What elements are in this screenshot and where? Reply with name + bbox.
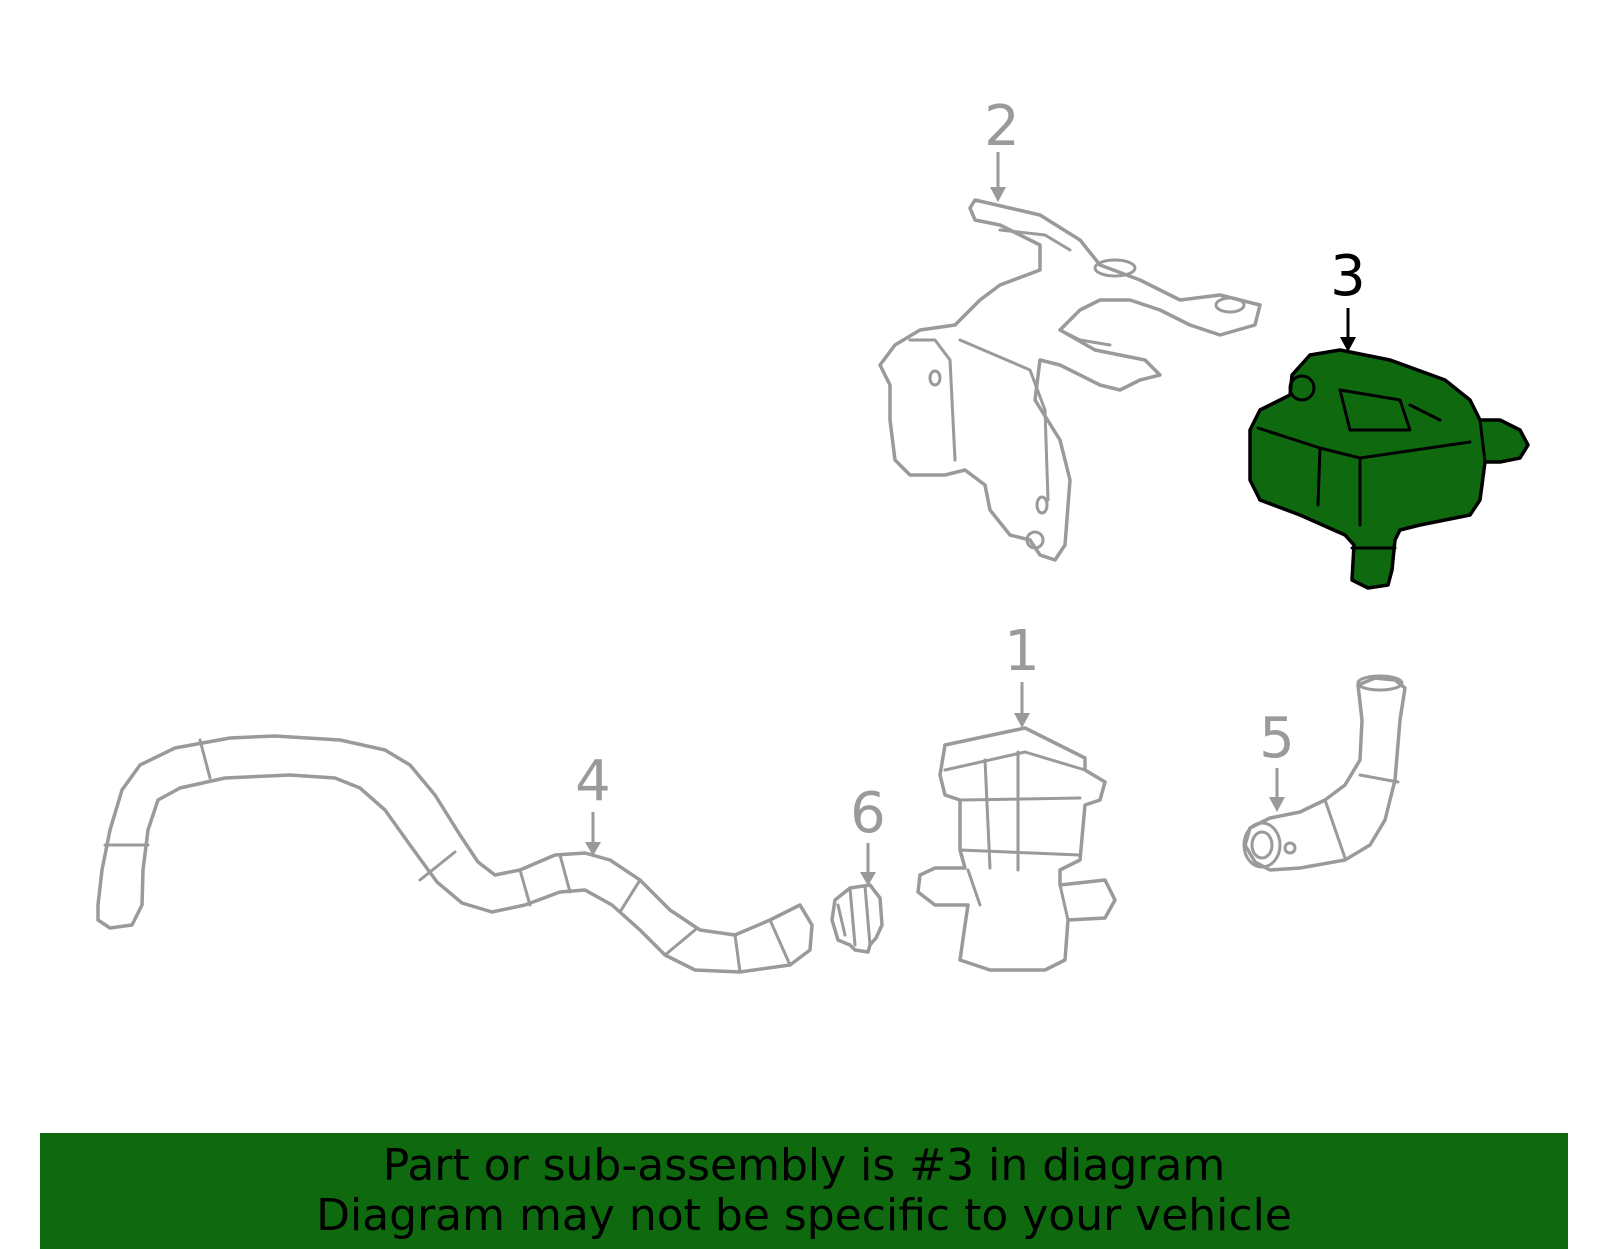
callout-2: 2 [984, 94, 1020, 159]
callout-1: 1 [1004, 619, 1040, 684]
part-6-clamp[interactable] [830, 883, 884, 954]
parts-diagram: 2 3 1 4 6 5 [96, 94, 1530, 974]
part-2-bracket[interactable] [878, 198, 1262, 562]
part-1-valve[interactable] [916, 726, 1117, 972]
banner-line-2: Diagram may not be specific to your vehi… [316, 1190, 1292, 1241]
banner-line-1: Part or sub-assembly is #3 in diagram [382, 1140, 1226, 1191]
callout-6: 6 [850, 781, 886, 846]
info-banner: Part or sub-assembly is #3 in diagram Di… [40, 1133, 1568, 1249]
callout-3: 3 [1330, 244, 1366, 309]
callout-arrow-3 [1340, 308, 1356, 352]
part-4-hose[interactable] [96, 734, 814, 974]
callout-arrow-1 [1014, 682, 1030, 728]
callout-arrow-4 [585, 812, 601, 856]
callout-arrow-2 [990, 152, 1006, 202]
part-5-elbow-hose[interactable] [1242, 674, 1407, 872]
callout-5: 5 [1259, 706, 1295, 771]
callout-arrow-6 [860, 843, 876, 886]
callout-4: 4 [575, 749, 611, 814]
part-3-highlighted[interactable] [1248, 348, 1530, 590]
callout-arrow-5 [1269, 768, 1285, 812]
